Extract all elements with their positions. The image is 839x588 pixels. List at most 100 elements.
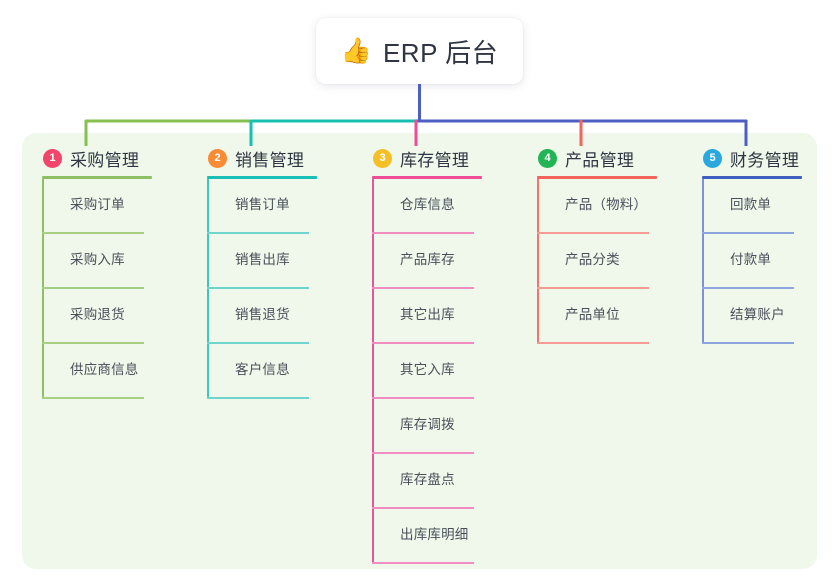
leaf-item[interactable]: 客户信息 bbox=[207, 344, 357, 399]
leaf-item[interactable]: 供应商信息 bbox=[42, 344, 192, 399]
leaf-item-rule bbox=[42, 397, 144, 399]
branch-header-5[interactable]: 5 财务管理 bbox=[702, 145, 839, 171]
leaf-item-label: 产品（物料） bbox=[565, 197, 648, 212]
branch-title: 产品管理 bbox=[565, 150, 635, 170]
leaf-item-rule bbox=[372, 232, 474, 234]
branch-column-2: 2 销售管理销售订单销售出库销售退货客户信息 bbox=[207, 145, 357, 399]
leaf-item-label: 产品库存 bbox=[400, 252, 455, 267]
leaf-item-rule bbox=[207, 232, 309, 234]
branch-items-2: 销售订单销售出库销售退货客户信息 bbox=[207, 179, 357, 399]
leaf-item[interactable]: 销售出库 bbox=[207, 234, 357, 289]
root-node-content: 👍 ERP 后台 bbox=[341, 33, 498, 70]
branch-title: 财务管理 bbox=[730, 150, 800, 170]
leaf-item-label: 付款单 bbox=[730, 252, 772, 267]
leaf-item-label: 产品分类 bbox=[565, 252, 620, 267]
leaf-item-label: 出库库明细 bbox=[400, 527, 469, 542]
leaf-item[interactable]: 付款单 bbox=[702, 234, 839, 289]
branch-spine bbox=[702, 179, 704, 344]
leaf-item-label: 采购入库 bbox=[70, 252, 125, 267]
branch-spine bbox=[372, 179, 374, 564]
leaf-item-label: 库存盘点 bbox=[400, 472, 455, 487]
leaf-item-label: 仓库信息 bbox=[400, 197, 455, 212]
leaf-item-label: 客户信息 bbox=[235, 362, 290, 377]
branch-spine bbox=[42, 179, 44, 399]
leaf-item-rule bbox=[372, 287, 474, 289]
leaf-item-rule bbox=[42, 342, 144, 344]
branch-number-badge: 4 bbox=[538, 148, 557, 168]
leaf-item-rule bbox=[702, 342, 794, 344]
leaf-item[interactable]: 销售订单 bbox=[207, 179, 357, 234]
leaf-item-rule bbox=[702, 232, 794, 234]
leaf-item-label: 采购订单 bbox=[70, 197, 125, 212]
leaf-item-rule bbox=[702, 287, 794, 289]
branch-spine bbox=[537, 179, 539, 344]
leaf-item[interactable]: 结算账户 bbox=[702, 289, 839, 344]
leaf-item[interactable]: 库存调拨 bbox=[372, 399, 522, 454]
branch-header-rule bbox=[702, 176, 802, 179]
leaf-item-rule bbox=[207, 342, 309, 344]
branch-header-rule bbox=[42, 176, 152, 179]
leaf-item-rule bbox=[537, 342, 649, 344]
leaf-item[interactable]: 回款单 bbox=[702, 179, 839, 234]
leaf-item-label: 库存调拨 bbox=[400, 417, 455, 432]
leaf-item-label: 回款单 bbox=[730, 197, 772, 212]
leaf-item[interactable]: 其它出库 bbox=[372, 289, 522, 344]
leaf-item[interactable]: 其它入库 bbox=[372, 344, 522, 399]
leaf-item-rule bbox=[207, 287, 309, 289]
branch-spine bbox=[207, 179, 209, 399]
leaf-item-label: 采购退货 bbox=[70, 307, 125, 322]
leaf-item-rule bbox=[372, 452, 474, 454]
root-node[interactable]: 👍 ERP 后台 bbox=[316, 18, 523, 84]
leaf-item-label: 销售退货 bbox=[235, 307, 290, 322]
branch-header-3[interactable]: 3 库存管理 bbox=[372, 145, 522, 171]
leaf-item-label: 销售订单 bbox=[235, 197, 290, 212]
leaf-item[interactable]: 产品分类 bbox=[537, 234, 697, 289]
branch-column-5: 5 财务管理回款单付款单结算账户 bbox=[702, 145, 839, 344]
leaf-item-label: 供应商信息 bbox=[70, 362, 139, 377]
branch-header-4[interactable]: 4 产品管理 bbox=[537, 145, 697, 171]
branch-header-rule bbox=[537, 176, 657, 179]
leaf-item-rule bbox=[372, 562, 474, 564]
root-title: ERP 后台 bbox=[382, 37, 499, 68]
branch-column-4: 4 产品管理产品（物料） 产品分类产品单位 bbox=[537, 145, 697, 344]
leaf-item-rule bbox=[42, 232, 144, 234]
leaf-item-rule bbox=[372, 342, 474, 344]
branch-column-3: 3 库存管理仓库信息产品库存其它出库其它入库库存调拨库存盘点出库库明细 bbox=[372, 145, 522, 564]
branch-header-1[interactable]: 1 采购管理 bbox=[42, 145, 192, 171]
branch-header-rule bbox=[207, 176, 317, 179]
leaf-item[interactable]: 产品（物料） bbox=[537, 179, 697, 234]
diagram-panel bbox=[22, 133, 817, 569]
leaf-item-rule bbox=[537, 232, 649, 234]
leaf-item-rule bbox=[42, 287, 144, 289]
leaf-item[interactable]: 采购订单 bbox=[42, 179, 192, 234]
leaf-item[interactable]: 产品单位 bbox=[537, 289, 697, 344]
leaf-item-rule bbox=[372, 507, 474, 509]
leaf-item[interactable]: 产品库存 bbox=[372, 234, 522, 289]
leaf-item[interactable]: 销售退货 bbox=[207, 289, 357, 344]
leaf-item-rule bbox=[537, 287, 649, 289]
leaf-item[interactable]: 库存盘点 bbox=[372, 454, 522, 509]
branch-number-badge: 5 bbox=[703, 148, 722, 168]
thumbs-up-icon: 👍 bbox=[340, 36, 372, 65]
leaf-item[interactable]: 仓库信息 bbox=[372, 179, 522, 234]
leaf-item[interactable]: 采购入库 bbox=[42, 234, 192, 289]
branch-items-5: 回款单付款单结算账户 bbox=[702, 179, 839, 344]
branch-header-rule bbox=[372, 176, 482, 179]
leaf-item[interactable]: 出库库明细 bbox=[372, 509, 522, 564]
branch-number-badge: 1 bbox=[43, 148, 62, 168]
leaf-item-rule bbox=[372, 397, 474, 399]
branch-column-1: 1 采购管理采购订单采购入库采购退货供应商信息 bbox=[42, 145, 192, 399]
leaf-item-label: 其它出库 bbox=[400, 307, 455, 322]
branch-items-4: 产品（物料） 产品分类产品单位 bbox=[537, 179, 697, 344]
branch-items-3: 仓库信息产品库存其它出库其它入库库存调拨库存盘点出库库明细 bbox=[372, 179, 522, 564]
leaf-item[interactable]: 采购退货 bbox=[42, 289, 192, 344]
branch-number-badge: 2 bbox=[208, 148, 227, 168]
branch-title: 库存管理 bbox=[400, 150, 470, 170]
branch-title: 采购管理 bbox=[70, 150, 140, 170]
branch-header-2[interactable]: 2 销售管理 bbox=[207, 145, 357, 171]
leaf-item-label: 产品单位 bbox=[565, 307, 620, 322]
leaf-item-rule bbox=[207, 397, 309, 399]
branch-number-badge: 3 bbox=[373, 148, 392, 168]
branch-title: 销售管理 bbox=[235, 150, 305, 170]
